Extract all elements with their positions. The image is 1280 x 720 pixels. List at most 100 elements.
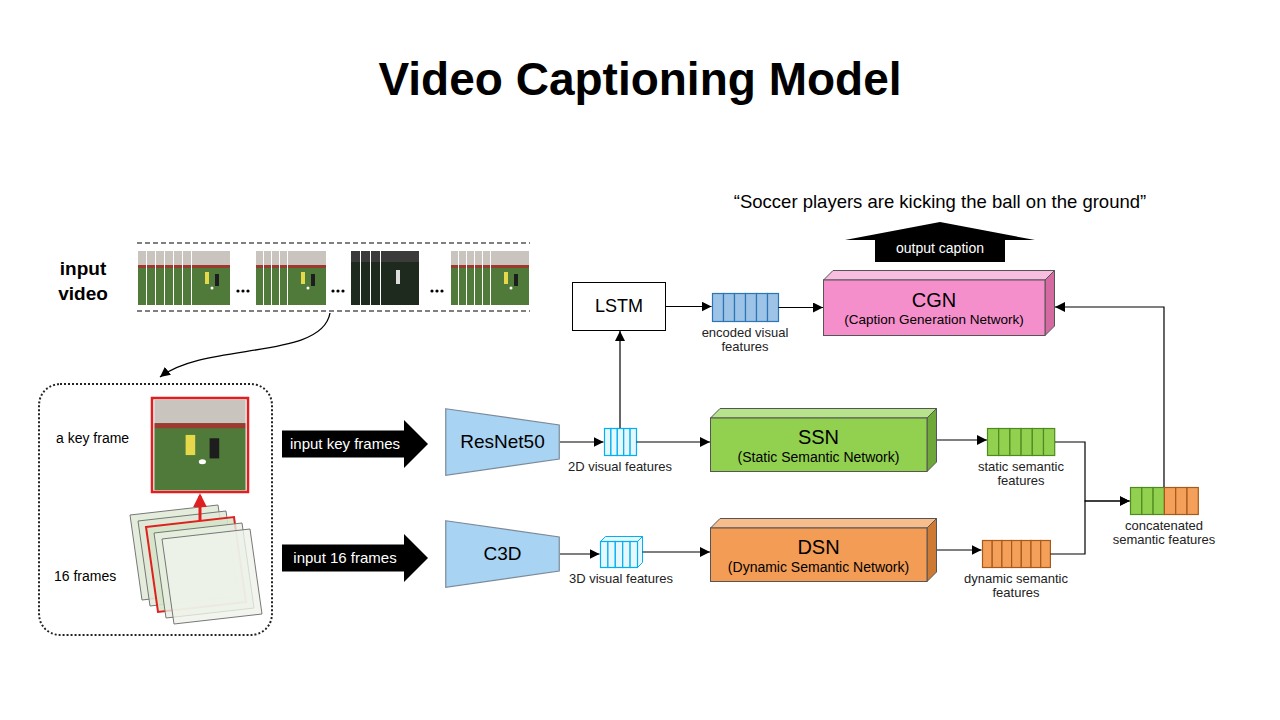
node-outline xyxy=(982,540,1051,568)
vector-cell xyxy=(1011,541,1021,568)
vector-cell xyxy=(723,294,734,322)
block-arrow xyxy=(282,534,428,582)
vector-label: encoded visual features xyxy=(687,326,803,354)
vector-cell xyxy=(999,429,1010,456)
vector-cell xyxy=(1010,429,1021,456)
connector xyxy=(637,441,711,442)
connector xyxy=(560,553,600,554)
vector-cell xyxy=(982,541,992,568)
connector xyxy=(1050,501,1129,554)
feature-vector: 2D visual features xyxy=(562,428,678,474)
connector xyxy=(643,551,711,552)
ellipsis-dot xyxy=(435,289,438,292)
vector-label: 2D visual features xyxy=(562,460,678,474)
network-box: SSN(Static Semantic Network) xyxy=(710,408,937,472)
node-outline xyxy=(987,428,1055,456)
vector-cell xyxy=(1021,429,1032,456)
box-front xyxy=(711,528,928,582)
output-caption-text: “Soccer players are kicking the ball on … xyxy=(734,190,1146,214)
trapezoid xyxy=(446,521,560,588)
vector-top xyxy=(600,537,642,542)
vector-label: static semantic features xyxy=(963,460,1079,488)
cnn-block: C3D xyxy=(445,520,560,588)
node-title: input key frames xyxy=(290,435,400,453)
vector-cell xyxy=(987,429,998,456)
vector-cell xyxy=(617,429,623,456)
box-side xyxy=(927,519,937,582)
vector-cell xyxy=(1021,541,1031,568)
key-frame-border xyxy=(152,398,248,492)
key-frame-arrow xyxy=(199,496,202,521)
video-frame xyxy=(490,250,530,306)
feature-vector: encoded visual features xyxy=(687,293,803,354)
box-front xyxy=(824,280,1046,336)
ellipsis-dot xyxy=(440,289,443,292)
vector-cell xyxy=(630,542,637,568)
node-outline xyxy=(604,428,637,456)
input-arrow: input key frames xyxy=(282,420,428,468)
connector xyxy=(779,307,824,308)
vector-cell xyxy=(1175,488,1186,515)
box-top xyxy=(711,409,937,419)
node-outline xyxy=(600,536,643,568)
vector-cell xyxy=(756,294,767,322)
vector-cell xyxy=(615,542,622,568)
node-subtitle: (Static Semantic Network) xyxy=(738,449,900,466)
key-frame-image xyxy=(152,398,248,492)
ellipsis-dot xyxy=(430,289,433,292)
connector xyxy=(1055,307,1164,487)
node-title: LSTM xyxy=(595,296,643,318)
vector-cell xyxy=(745,294,756,322)
cnn-block: ResNet50 xyxy=(445,408,560,476)
vector-cell xyxy=(1141,488,1152,515)
frame-stack xyxy=(130,505,262,624)
vector-cell xyxy=(767,294,778,322)
vector-cell xyxy=(604,429,610,456)
input-label: input video xyxy=(43,257,123,306)
vector-label: concatenated semantic features xyxy=(1106,519,1222,547)
leader-arrow xyxy=(160,313,330,377)
node-title: C3D xyxy=(483,543,521,566)
dashed-line xyxy=(137,311,530,312)
connector xyxy=(666,306,712,307)
vector-caption: dynamic semantic features xyxy=(958,572,1074,600)
vector-caption: 3D visual features xyxy=(563,572,679,586)
lstm-box: LSTM xyxy=(572,282,666,331)
vector-label: dynamic semantic features xyxy=(958,572,1074,600)
vector-cell xyxy=(734,294,745,322)
node-title: input 16 frames xyxy=(293,549,396,567)
stacked-frame xyxy=(162,529,262,624)
vector-caption: static semantic features xyxy=(963,460,1079,488)
box-top xyxy=(824,271,1055,281)
node-outline xyxy=(712,293,779,322)
vector-cell xyxy=(1001,541,1011,568)
vector-cell xyxy=(622,542,629,568)
video-frame xyxy=(287,250,327,306)
vector-cell xyxy=(1164,488,1175,515)
ellipsis-dot xyxy=(336,289,339,292)
vector-cell xyxy=(630,429,636,456)
video-frame xyxy=(191,250,231,306)
vector-cell xyxy=(623,429,629,456)
connector xyxy=(937,439,987,440)
box-side xyxy=(1045,271,1055,336)
ellipsis-dot xyxy=(331,289,334,292)
network-box: CGN(Caption Generation Network) xyxy=(823,270,1055,336)
node-title: DSN xyxy=(797,535,839,559)
box-top xyxy=(711,519,937,529)
node-subtitle: (Dynamic Semantic Network) xyxy=(728,559,909,576)
block-arrow xyxy=(845,222,1035,262)
vector-cell xyxy=(600,542,607,568)
video-strip xyxy=(137,243,530,311)
vector-cell xyxy=(1153,488,1164,515)
connector xyxy=(560,441,604,442)
feature-vector: static semantic features xyxy=(963,428,1079,488)
feature-vector: dynamic semantic features xyxy=(958,540,1074,600)
feature-vector: 3D visual features xyxy=(563,536,679,586)
node-subtitle: (Caption Generation Network) xyxy=(844,312,1023,328)
trapezoid xyxy=(446,409,560,476)
network-box: DSN(Dynamic Semantic Network) xyxy=(710,518,937,582)
